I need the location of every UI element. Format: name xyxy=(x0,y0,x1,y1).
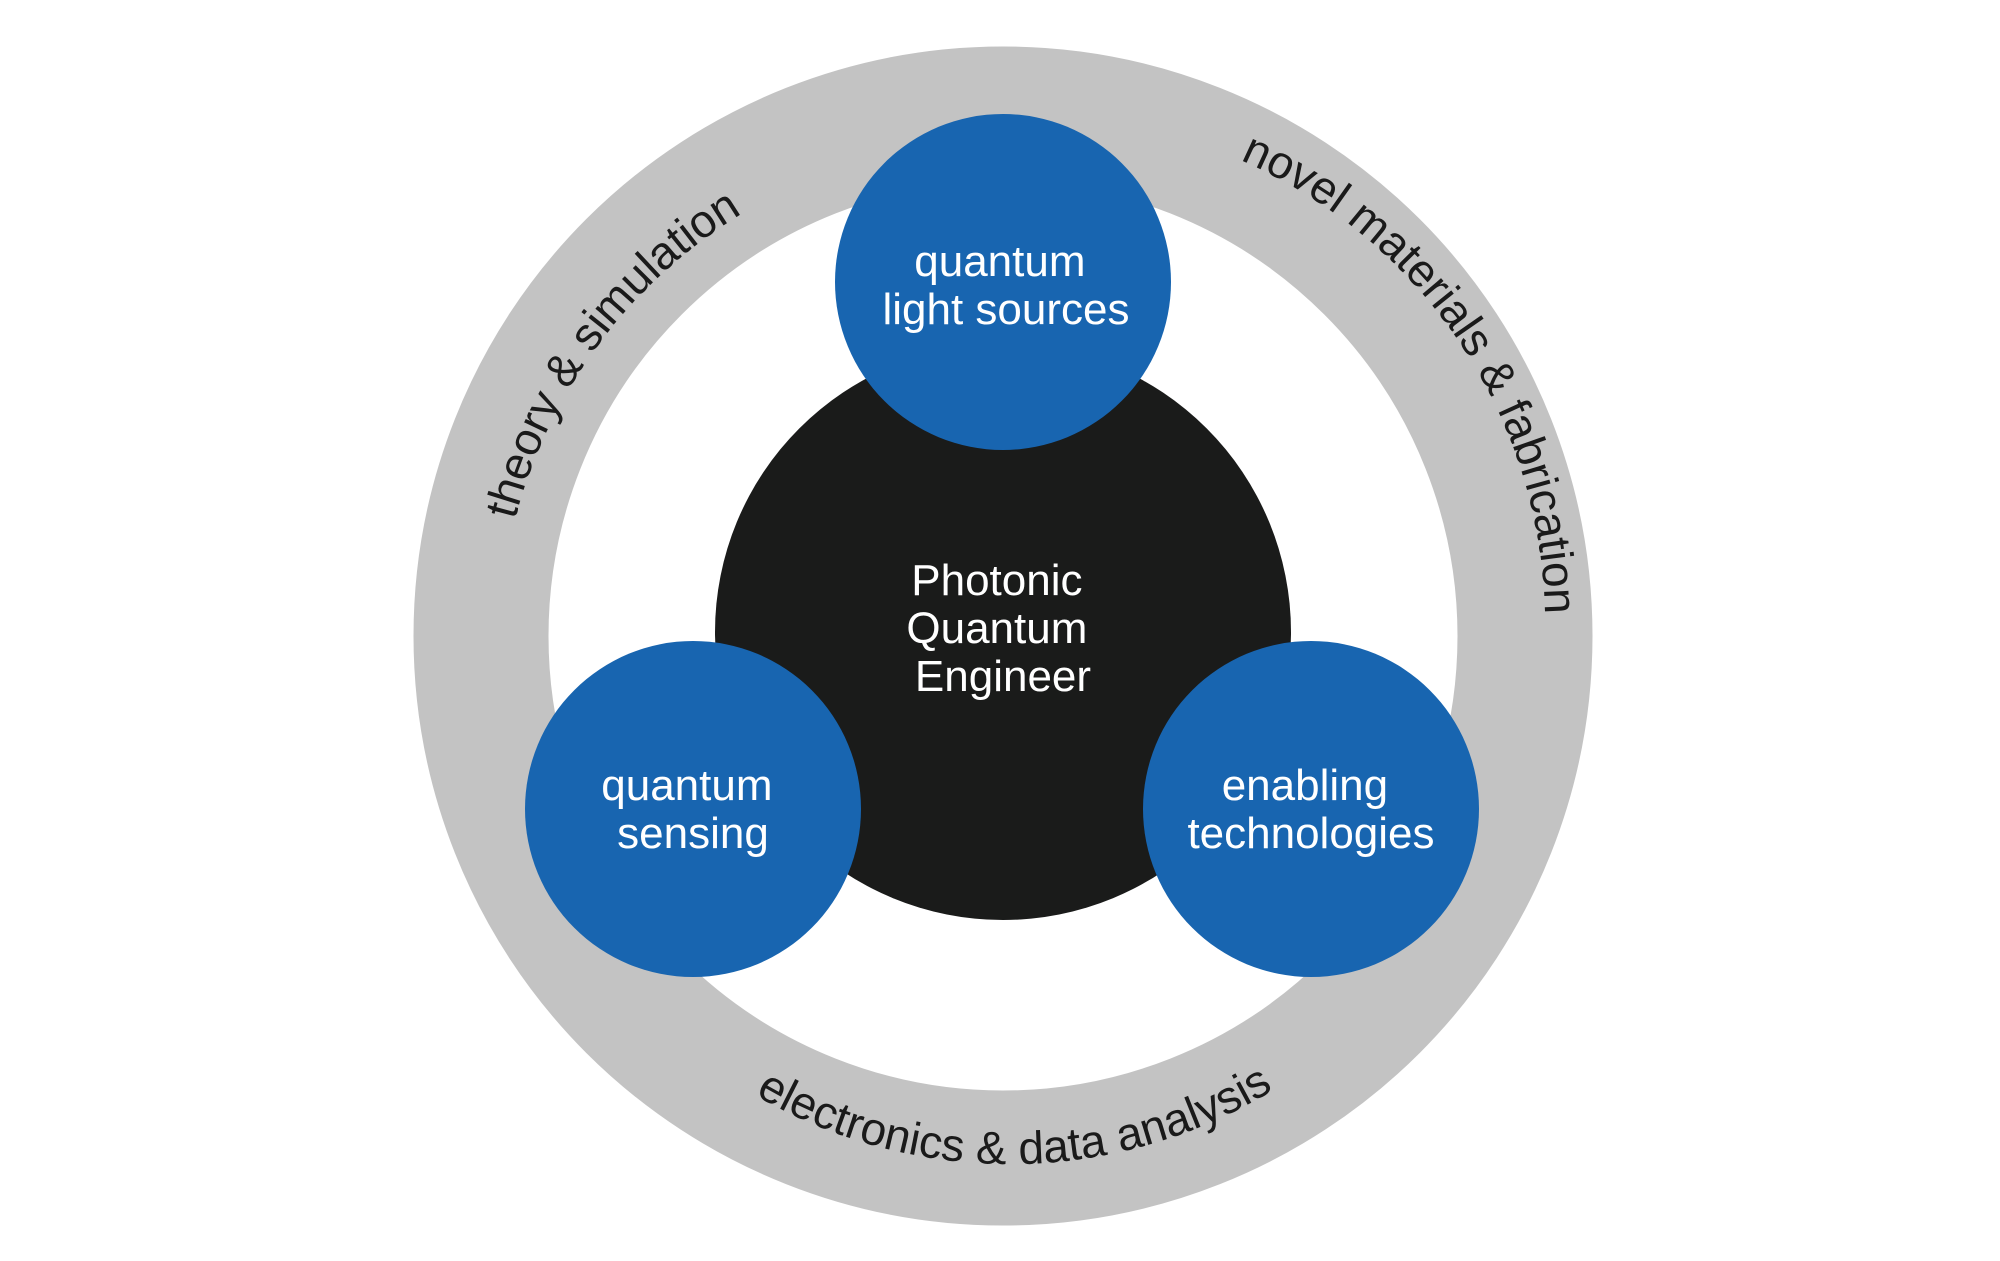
center-label: Photonic Quantum Engineer xyxy=(906,556,1099,701)
quantum-sensing-line-2: sensing xyxy=(617,809,769,858)
enabling-technologies-line-1: enabling xyxy=(1222,761,1388,810)
quantum-sensing-line-1: quantum xyxy=(601,761,772,810)
circle-enabling-technologies xyxy=(1143,641,1479,977)
enabling-technologies-label: enabling technologies xyxy=(1187,761,1434,858)
quantum-light-sources-line-2: light sources xyxy=(882,285,1129,334)
enabling-technologies-line-2: technologies xyxy=(1187,809,1434,858)
center-label-line-3: Engineer xyxy=(915,652,1091,701)
quantum-light-sources-label: quantum light sources xyxy=(882,237,1129,334)
quantum-sensing-label: quantum sensing xyxy=(601,761,784,858)
circle-quantum-sensing xyxy=(525,641,861,977)
quantum-light-sources-line-1: quantum xyxy=(914,237,1085,286)
center-label-line-1: Photonic xyxy=(911,556,1082,605)
center-label-line-2: Quantum xyxy=(906,604,1087,653)
circle-quantum-light-sources xyxy=(835,114,1171,450)
